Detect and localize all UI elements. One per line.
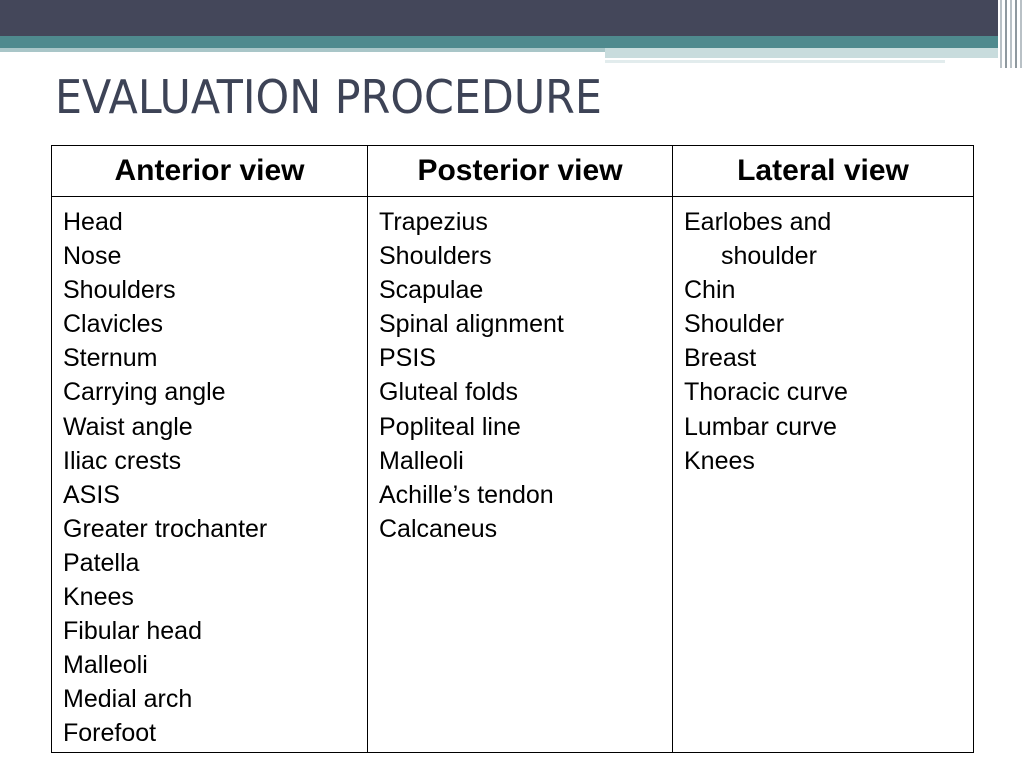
- evaluation-table: Anterior view Posterior view Lateral vie…: [51, 145, 974, 753]
- list-item: Knees: [684, 446, 755, 475]
- list-item: Malleoli: [379, 446, 464, 475]
- lateral-view-list: Earlobes and shoulder Chin Shoulder Brea…: [684, 205, 973, 478]
- list-item: Earlobes and: [684, 208, 832, 236]
- list-item: Thoracic curve: [684, 378, 848, 407]
- header-band-line: [605, 60, 945, 63]
- list-item: Calcaneus: [379, 514, 498, 543]
- list-item: Trapezius: [379, 208, 488, 236]
- list-item: Patella: [63, 548, 140, 577]
- table-header-row: Anterior view Posterior view Lateral vie…: [51, 145, 974, 197]
- list-item: Clavicles: [63, 310, 164, 339]
- list-item: Knees: [63, 583, 134, 612]
- posterior-view-cell: Trapezius Shoulders Scapulae Spinal alig…: [367, 196, 673, 753]
- list-item: Fibular head: [63, 617, 202, 646]
- header-posterior-view: Posterior view: [367, 145, 673, 197]
- list-item: Chin: [684, 276, 736, 305]
- header-band-dark: [0, 0, 1024, 36]
- header-lateral-view: Lateral view: [672, 145, 974, 197]
- header-anterior-view: Anterior view: [51, 145, 368, 197]
- list-item: Breast: [684, 344, 757, 373]
- list-item: Carrying angle: [63, 378, 226, 407]
- list-item: Shoulders: [63, 276, 176, 305]
- anterior-view-cell: Head Nose Shoulders Clavicles Sternum Ca…: [51, 196, 368, 753]
- list-item: Waist angle: [63, 412, 193, 441]
- decorative-stripes: [998, 0, 1024, 68]
- posterior-view-list: Trapezius Shoulders Scapulae Spinal alig…: [379, 205, 672, 546]
- list-item: Gluteal folds: [379, 378, 518, 407]
- slide-title: EVALUATION PROCEDURE: [55, 70, 602, 124]
- list-item: Head: [63, 208, 123, 236]
- header-band-teal: [0, 36, 1024, 48]
- list-item: Shoulder: [684, 310, 785, 339]
- list-item: Sternum: [63, 344, 158, 373]
- list-item: Popliteal line: [379, 412, 521, 441]
- list-item: Malleoli: [63, 651, 148, 680]
- list-item: Forefoot: [63, 719, 157, 748]
- list-item: Nose: [63, 242, 122, 271]
- header-band-light-right: [605, 48, 1000, 58]
- list-item: Medial arch: [63, 685, 193, 714]
- table-row: Head Nose Shoulders Clavicles Sternum Ca…: [51, 196, 974, 753]
- list-item: PSIS: [379, 344, 436, 373]
- list-item: Scapulae: [379, 276, 484, 305]
- list-item: Greater trochanter: [63, 514, 268, 543]
- list-item: Spinal alignment: [379, 310, 564, 339]
- list-item-continuation: shoulder: [721, 242, 817, 271]
- list-item: ASIS: [63, 480, 120, 509]
- anterior-view-list: Head Nose Shoulders Clavicles Sternum Ca…: [63, 205, 367, 751]
- lateral-view-cell: Earlobes and shoulder Chin Shoulder Brea…: [672, 196, 974, 753]
- header-band-light: [0, 48, 605, 52]
- list-item: Achille’s tendon: [379, 480, 554, 509]
- list-item: Lumbar curve: [684, 412, 837, 441]
- list-item: Shoulders: [379, 242, 492, 271]
- list-item: Iliac crests: [63, 446, 182, 475]
